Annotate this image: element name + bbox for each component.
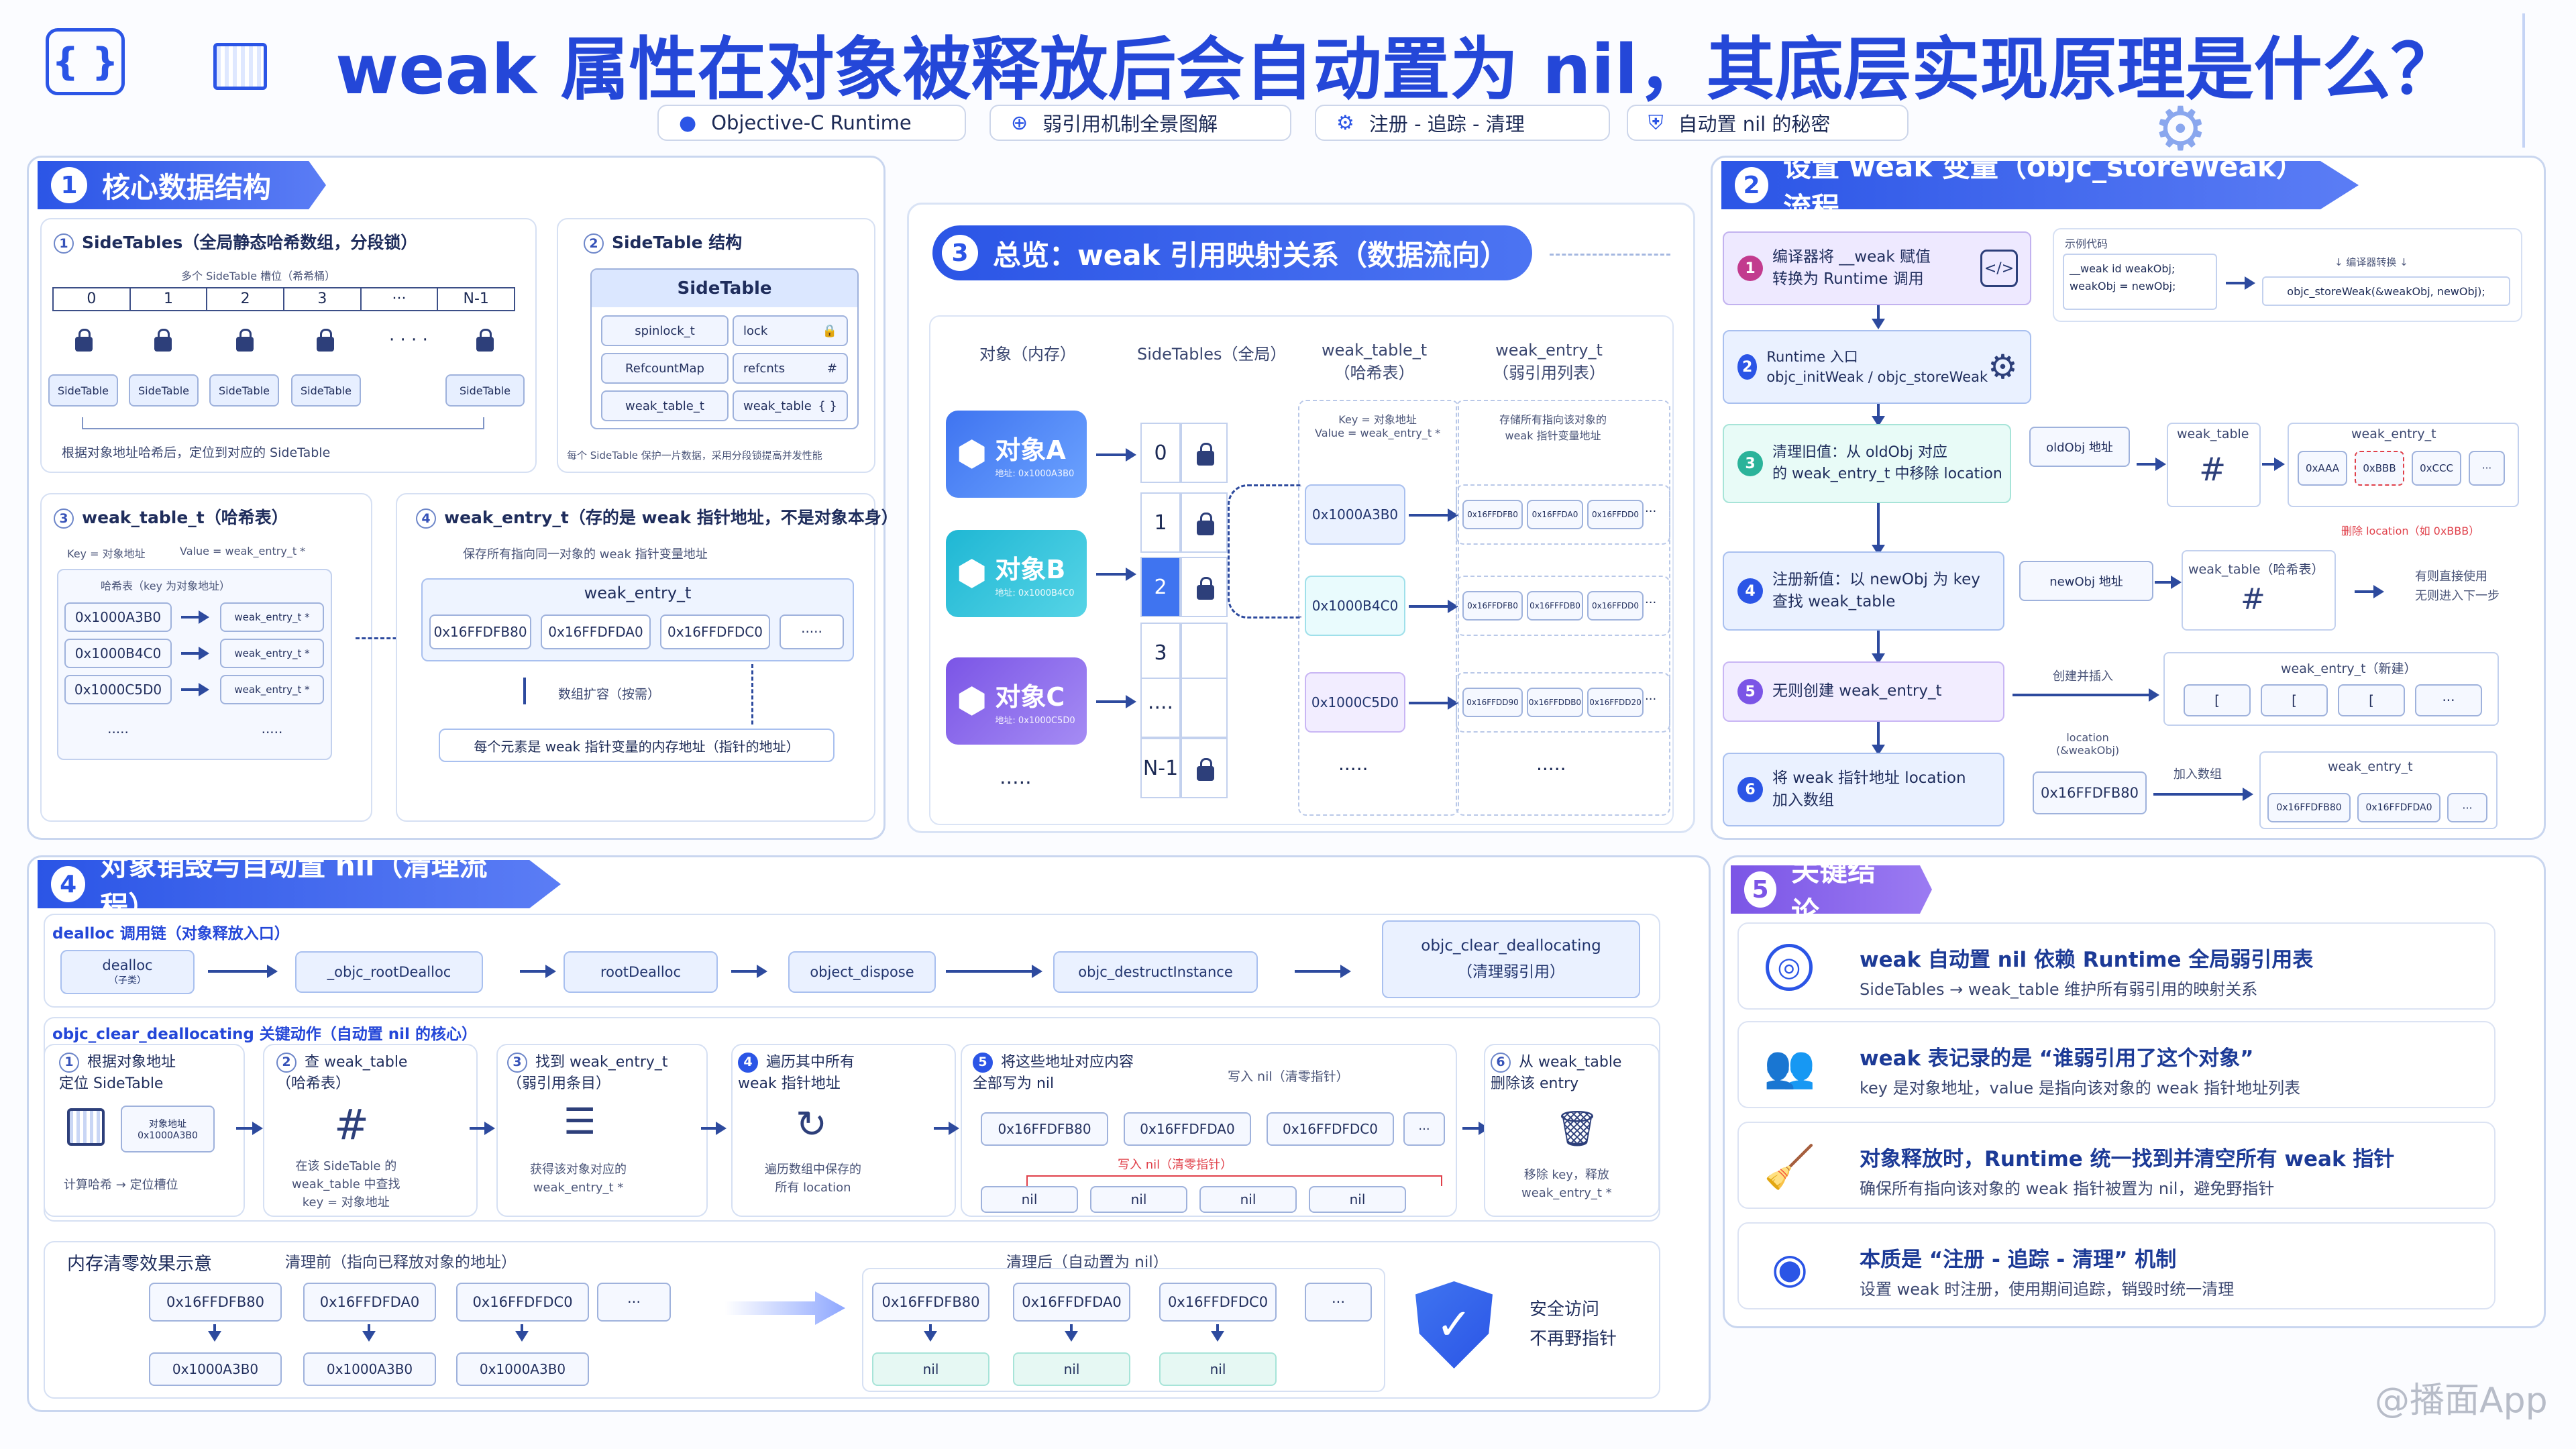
clear-step-3	[496, 1044, 708, 1217]
conclusion-3: 🧹对象释放时，Runtime 统一找到并清空所有 weak 指针确保所有指向该对…	[1737, 1122, 2496, 1209]
hash-icon: #	[334, 1100, 369, 1149]
weak-entry-footer: 每个元素是 weak 指针变量的内存地址（指针的地址）	[439, 729, 835, 762]
circuit-deco-icon	[2522, 13, 2563, 148]
sidetables-slots: 0 1 2 3 ··· N-1	[52, 287, 515, 311]
braces-icon: { }	[818, 398, 837, 413]
sidetables-caption: 多个 SideTable 槽位（希希桶）	[181, 270, 336, 282]
lock-icon	[476, 329, 494, 354]
chain-clear-deallocating: objc_clear_deallocating（清理弱引用）	[1382, 920, 1640, 998]
trash-icon: 🗑	[1555, 1109, 1600, 1149]
chain-object-dispose: object_dispose	[788, 951, 936, 993]
chain-rootdealloc: rootDealloc	[564, 951, 718, 993]
hash-icon: #	[826, 361, 837, 376]
lock-icon	[154, 329, 172, 354]
chain-destruct-instance: objc_destructInstance	[1053, 951, 1258, 993]
chip-icon	[213, 43, 267, 90]
lock-icon	[1197, 513, 1214, 538]
tag-nil: ⛨自动置 nil 的秘密	[1627, 105, 1909, 141]
tag-register: ⚙注册 - 追踪 - 清理	[1315, 105, 1610, 141]
list-icon: ☰	[564, 1100, 596, 1142]
cube-icon: ⬢	[957, 553, 987, 594]
clear-step-6	[1484, 1044, 1660, 1217]
hash-icon: #	[2241, 582, 2265, 616]
shield-icon: ⛨	[1648, 111, 1664, 135]
ellipsis: · · · ·	[389, 330, 428, 350]
lock-icon	[317, 329, 334, 354]
conclusion-2: 👥weak 表记录的是 “谁弱引用了这个对象”key 是对象地址，value 是…	[1737, 1021, 2496, 1108]
lock-icon	[75, 329, 93, 354]
conclusion-4: ◉本质是 “注册 - 追踪 - 清理” 机制设置 weak 时注册，使用期间追踪…	[1737, 1222, 2496, 1309]
write-nil-bracket	[1026, 1175, 1442, 1186]
gear-icon: ⚙	[1336, 111, 1354, 135]
globe-icon: ◎	[1766, 944, 1813, 991]
sidetables-box	[40, 218, 537, 473]
sidetables-footer: 根据对象地址哈希后，定位到对应的 SideTable	[62, 445, 331, 460]
chain-root-dealloc: _objc_rootDealloc	[295, 951, 483, 993]
sidetable-struct-title: SideTable 结构	[612, 233, 743, 252]
broom-icon: 🧹	[1764, 1142, 1816, 1191]
chain-dealloc: dealloc（子类）	[60, 950, 195, 994]
users-icon: 👥	[1764, 1042, 1816, 1091]
col-weak-table: weak_table_t （哈希表）	[1322, 341, 1428, 382]
target-icon: ◉	[1771, 1243, 1809, 1293]
chip-icon	[67, 1108, 105, 1146]
col-objects: 对象（内存）	[979, 345, 1076, 364]
sidetable-label: SideTable	[129, 374, 199, 407]
cube-icon: ⬢	[957, 434, 987, 474]
code-logo-icon: { }	[46, 28, 125, 95]
clear-step-4	[731, 1044, 956, 1217]
lock-icon	[1197, 577, 1214, 602]
sidetable-footer: 每个 SideTable 保护一片数据，采用分段锁提高并发性能	[567, 449, 822, 462]
clear-step-2	[263, 1044, 478, 1217]
loop-icon: ↻	[796, 1103, 827, 1146]
apple-icon: ●	[679, 111, 697, 135]
watermark: @播面App	[2375, 1381, 2548, 1421]
clear-actions-title: objc_clear_deallocating 关键动作（自动置 nil 的核心…	[52, 1026, 477, 1043]
cube-icon: ⬢	[957, 681, 987, 721]
tag-runtime: ●Objective-C Runtime	[657, 105, 966, 141]
hash-icon: #	[2199, 451, 2226, 488]
plus-circle-icon: ⊕	[1011, 111, 1028, 135]
lock-icon	[1197, 443, 1214, 468]
lock-icon: 🔒	[822, 323, 837, 338]
sidetable-label: SideTable	[445, 374, 525, 407]
weak-entry-title: weak_entry_t（存的是 weak 指针地址，不是对象本身）	[444, 508, 898, 527]
page-title: weak 属性在对象被释放后会自动置为 nil，其底层实现原理是什么？	[335, 30, 2459, 110]
weak-table-title: weak_table_t（哈希表）	[82, 508, 288, 527]
gear-deco-icon: ⚙	[2153, 94, 2208, 164]
tag-overview: ⊕弱引用机制全景图解	[989, 105, 1291, 141]
sidetable-label: SideTable	[291, 374, 361, 407]
sidetables-title: SideTables（全局静态哈希数组，分段锁）	[82, 233, 418, 252]
col-weak-entry: weak_entry_t （弱引用列表）	[1493, 341, 1605, 382]
sidetable-label: SideTable	[48, 374, 118, 407]
lock-icon	[236, 329, 254, 354]
code-icon: </>	[1980, 250, 2018, 287]
lock-icon	[1197, 758, 1214, 784]
gear-icon: ⚙	[1988, 347, 2018, 386]
sidetable-label: SideTable	[209, 374, 279, 407]
col-sidetables: SideTables（全局）	[1137, 345, 1287, 364]
dealloc-chain-title: dealloc 调用链（对象释放入口）	[52, 925, 290, 943]
